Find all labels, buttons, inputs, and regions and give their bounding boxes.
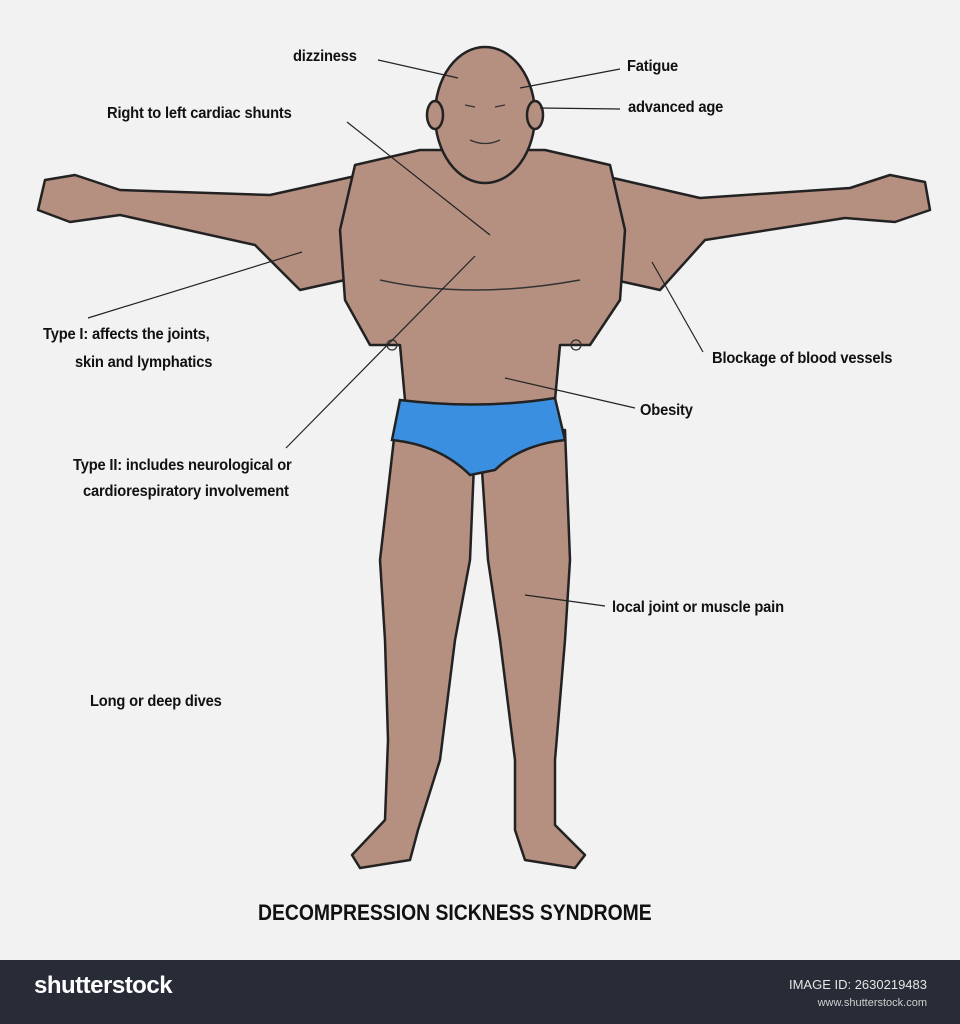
shutterstock-logo: shutterstock — [34, 972, 173, 999]
head — [433, 45, 537, 185]
left-leg — [350, 428, 477, 870]
briefs — [390, 396, 567, 477]
label-blockage: Blockage of blood vessels — [712, 350, 893, 367]
label-obesity: Obesity — [640, 402, 693, 419]
leader-lines — [87, 59, 704, 607]
label-type1-line2: skin and lymphatics — [75, 354, 213, 371]
right-arm — [598, 173, 932, 292]
right-leg — [478, 428, 587, 870]
diagram-title: DECOMPRESSION SICKNESS SYNDROME — [258, 900, 652, 925]
label-dizziness: dizziness — [293, 48, 357, 65]
label-type2-line2: cardiorespiratory involvement — [83, 483, 289, 500]
label-cardiac-shunts: Right to left cardiac shunts — [107, 105, 292, 122]
label-joint-pain: local joint or muscle pain — [612, 599, 784, 616]
label-fatigue: Fatigue — [627, 58, 679, 75]
label-advanced-age: advanced age — [628, 99, 724, 116]
label-type1-line1: Type I: affects the joints, — [43, 326, 210, 343]
left-arm — [36, 173, 362, 292]
image-id: IMAGE ID: 2630219483 — [788, 977, 927, 992]
footer-bar: shutterstock IMAGE ID: 2630219483 www.sh… — [0, 960, 960, 1024]
label-type2-line1: Type II: includes neurological or — [73, 457, 292, 474]
label-dives: Long or deep dives — [90, 693, 222, 710]
human-figure-illustration — [36, 45, 932, 870]
site-url: www.shutterstock.com — [817, 997, 927, 1009]
